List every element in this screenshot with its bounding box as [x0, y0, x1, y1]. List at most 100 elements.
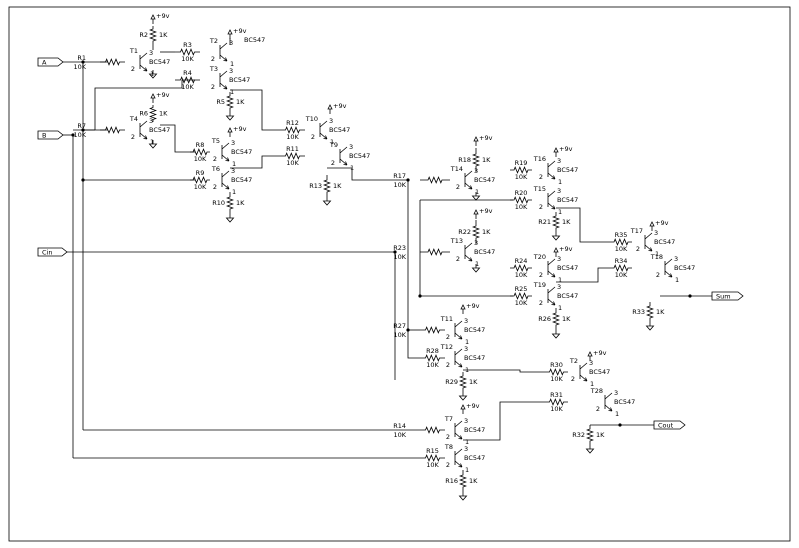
pin-base: 2: [446, 333, 450, 341]
resistor-symbol: [323, 175, 331, 197]
ground-symbol: [551, 330, 561, 339]
pin-base: 2: [539, 203, 543, 211]
resistor-symbol: [552, 212, 560, 232]
resistor-ref: R6: [139, 110, 148, 118]
port-symbol: [711, 291, 744, 301]
transistor-model: BC547: [229, 76, 250, 84]
resistor-symbol: [420, 248, 450, 256]
resistor-symbol: [545, 398, 568, 406]
resistor-symbol: [545, 368, 568, 376]
resistor-ref: R31: [550, 391, 563, 399]
pin-collector: 3: [231, 167, 235, 175]
junction-dot: [81, 178, 85, 182]
transistor-symbol: [547, 258, 556, 278]
transistor-model: BC547: [149, 58, 170, 66]
resistor-ref: R15: [426, 447, 439, 455]
transistor-model: BC547: [557, 264, 578, 272]
supply-label: +9v: [233, 125, 247, 133]
resistor-r28: R28 10K: [420, 347, 445, 369]
pin-base: 2: [211, 83, 215, 91]
pin-base: 2: [446, 461, 450, 469]
port-label: Sum: [716, 293, 731, 301]
transistor-model: BC547: [474, 248, 495, 256]
pin-emitter: 1: [465, 438, 469, 446]
pin-collector: 3: [231, 139, 235, 147]
port-symbol: [37, 247, 68, 257]
transistor-ref: T9: [329, 141, 338, 149]
resistor-ref: R26: [538, 315, 551, 323]
pin-base: 2: [539, 271, 543, 279]
ground-icon: [148, 70, 158, 79]
junction-dot: [618, 423, 622, 427]
resistor-value: 10K: [515, 203, 528, 211]
transistor-symbol: [664, 258, 673, 278]
resistor-ref: R22: [458, 228, 471, 236]
pin-emitter: 1: [230, 88, 234, 96]
resistor-r20: R20 10K: [510, 189, 532, 211]
resistor-ref: R13: [309, 182, 322, 190]
supply-label: +9v: [559, 145, 573, 153]
transistor-model: BC547: [231, 148, 252, 156]
pin-collector: 3: [229, 39, 233, 47]
resistor-symbol: [459, 372, 467, 392]
port-symbol: [653, 420, 686, 430]
ground-symbol: [225, 214, 235, 223]
ground-symbol: [322, 197, 332, 206]
resistor-symbol: [552, 308, 560, 330]
transistor-symbol: [454, 420, 463, 440]
resistor-symbol: [510, 292, 532, 300]
transistor-model: BC547: [557, 196, 578, 204]
transistor-symbol: [644, 232, 653, 252]
resistor-symbol: [175, 48, 200, 56]
transistor-ref: T7: [444, 415, 453, 423]
junction-dot: [81, 60, 85, 64]
resistor-value: 1K: [236, 199, 245, 207]
supply-arrow: [227, 29, 233, 39]
port-cout: Cout: [653, 420, 686, 430]
pin-emitter: 1: [475, 188, 479, 196]
resistor-ref: R28: [426, 347, 439, 355]
pin-base: 2: [213, 155, 217, 163]
ground-symbol: [458, 492, 468, 501]
pin-base: 2: [539, 299, 543, 307]
resistor-value: 1K: [482, 156, 491, 164]
resistor-value: 1K: [159, 31, 168, 39]
pin-base: 2: [131, 65, 135, 73]
supply-label: +9v: [156, 91, 170, 99]
resistor-ref: R16: [445, 477, 458, 485]
pin-emitter: 1: [230, 60, 234, 68]
junction-dot: [71, 133, 75, 137]
ground-symbol: [471, 192, 481, 201]
transistor-ref: T16: [533, 155, 546, 163]
transistor-model: BC547: [464, 354, 485, 362]
transistor-model: BC547: [149, 126, 170, 134]
ground-icon: [471, 192, 481, 201]
resistor-value: 10K: [426, 361, 439, 369]
transistor-ref: T20: [533, 253, 546, 261]
resistor-value: 1K: [656, 308, 665, 316]
resistor-ref: R1: [77, 54, 86, 62]
transistor-ref: T2: [569, 357, 578, 365]
resistor-ref: R33: [632, 308, 645, 316]
resistor-ref: R20: [515, 189, 528, 197]
ground-icon: [458, 392, 468, 401]
resistor-value: 10K: [73, 63, 86, 71]
ground-icon: [585, 445, 595, 454]
supply-icon: +9v: [553, 145, 573, 157]
